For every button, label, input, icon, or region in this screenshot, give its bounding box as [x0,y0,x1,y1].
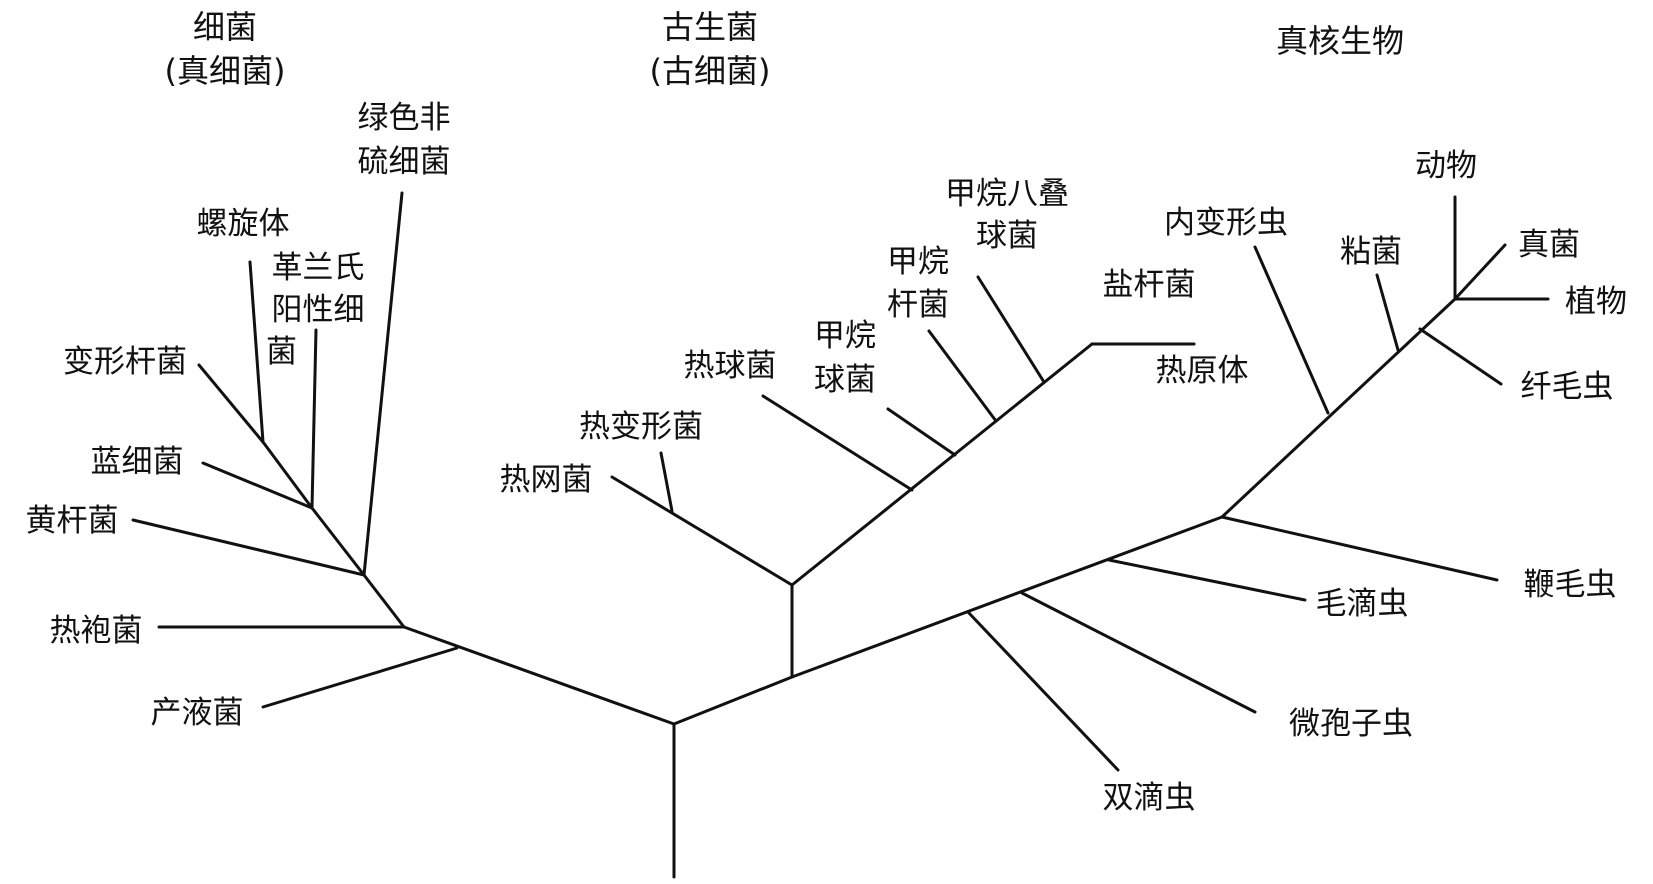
archaea-eukarya-stem [672,675,794,726]
domain-bacteria-subtitle: (真细菌) [165,52,286,90]
label-thermococcus: 热球菌 [684,348,777,384]
methanosarcina-branch [976,275,1046,384]
flavobacteria-branch [131,518,366,577]
tree-branches [131,191,1550,879]
eukarya-labels: 内变形虫 粘菌 动物 真菌 植物 纤毛虫 鞭毛虫 毛滴虫 微孢子虫 双滴虫 [1103,148,1628,816]
methanococcus-branch [886,407,957,457]
label-trichomonads: 毛滴虫 [1316,586,1409,622]
label-gram-positive-1: 革兰氏 [272,250,365,286]
thermococcus-branch [761,394,914,492]
ciliates-branch [1418,327,1503,386]
label-green-nonsulfur-1: 绿色非 [358,100,451,136]
label-green-nonsulfur-2: 硫细菌 [358,144,451,180]
label-methanosarcina-1: 甲烷八叠 [945,176,1069,212]
methanobacterium-branch [927,329,998,423]
label-methanosarcina-2: 球菌 [976,218,1038,254]
label-aquifex: 产液菌 [151,695,244,731]
flagellates-branch [1220,515,1499,582]
label-diplomonads: 双滴虫 [1103,780,1196,816]
label-cyanobacteria: 蓝细菌 [91,444,184,480]
label-thermotoga: 热袍菌 [50,613,143,649]
label-proteobacteria: 变形杆菌 [63,344,187,380]
domain-titles: 细菌 (真细菌) 古生菌 (古细菌) 真核生物 [165,8,1405,90]
eukarya-upper-stem [1220,297,1457,519]
cyanobacteria-branch [201,461,314,510]
archaea-main-stem [790,342,1094,587]
label-methanococcus-1: 甲烷 [814,318,876,354]
label-thermoproteus: 热变形菌 [579,409,703,445]
label-microsporidia: 微孢子虫 [1289,706,1413,742]
bacteria-upper-stem [310,506,366,577]
label-methanococcus-2: 球菌 [814,362,876,398]
label-animals: 动物 [1415,148,1477,184]
label-gram-positive-3: 菌 [266,334,297,370]
label-slime-molds: 粘菌 [1340,234,1402,270]
label-flavobacteria: 黄杆菌 [26,503,119,539]
label-gram-positive-2: 阳性细 [272,292,365,328]
eukarya-main-stem [790,515,1224,679]
label-methanobacterium-1: 甲烷 [887,244,949,280]
slime-molds-branch [1375,273,1400,352]
diplomonads-branch [966,610,1120,772]
bacteria-stem [402,625,676,726]
entamoebae-branch [1253,245,1330,415]
label-fungi: 真菌 [1518,227,1580,263]
thermoproteus-branch [659,451,674,513]
domain-archaea-subtitle: (古细菌) [650,52,771,90]
proteobacteria-branch [197,363,265,444]
aquifex-branch [261,646,459,709]
label-spirochetes: 螺旋体 [197,206,290,242]
domain-eukarya-title: 真核生物 [1276,22,1404,60]
label-halobacteria: 盐杆菌 [1103,267,1196,303]
domain-bacteria-title: 细菌 [193,8,257,46]
domain-archaea-title: 古生菌 [662,8,758,46]
fungi-branch [1453,243,1507,301]
bacteria-labels: 绿色非 硫细菌 螺旋体 革兰氏 阳性细 菌 变形杆菌 蓝细菌 黄杆菌 热袍菌 产… [26,100,451,731]
archaea-labels: 甲烷八叠 球菌 甲烷 杆菌 甲烷 球菌 热球菌 热变形菌 热网菌 盐杆菌 热原体 [500,176,1249,498]
bacteria-top-stem [261,440,314,510]
spirochetes-branch [248,260,265,444]
bacteria-inner-stem [362,573,406,629]
label-entamoebae: 内变形虫 [1164,205,1288,241]
trichomonads-branch [1107,558,1307,602]
label-pyrodictium: 热网菌 [500,462,593,498]
green-nonsulfur-branch [362,191,404,577]
label-flagellates: 鞭毛虫 [1524,567,1617,603]
microsporidia-branch [1020,591,1257,714]
gram-positive-branch [310,328,318,510]
label-thermoplasma: 热原体 [1156,353,1249,389]
label-methanobacterium-2: 杆菌 [887,287,949,323]
label-plants: 植物 [1565,284,1627,320]
label-ciliates: 纤毛虫 [1521,369,1614,405]
pyrodictium-branch [610,475,794,587]
